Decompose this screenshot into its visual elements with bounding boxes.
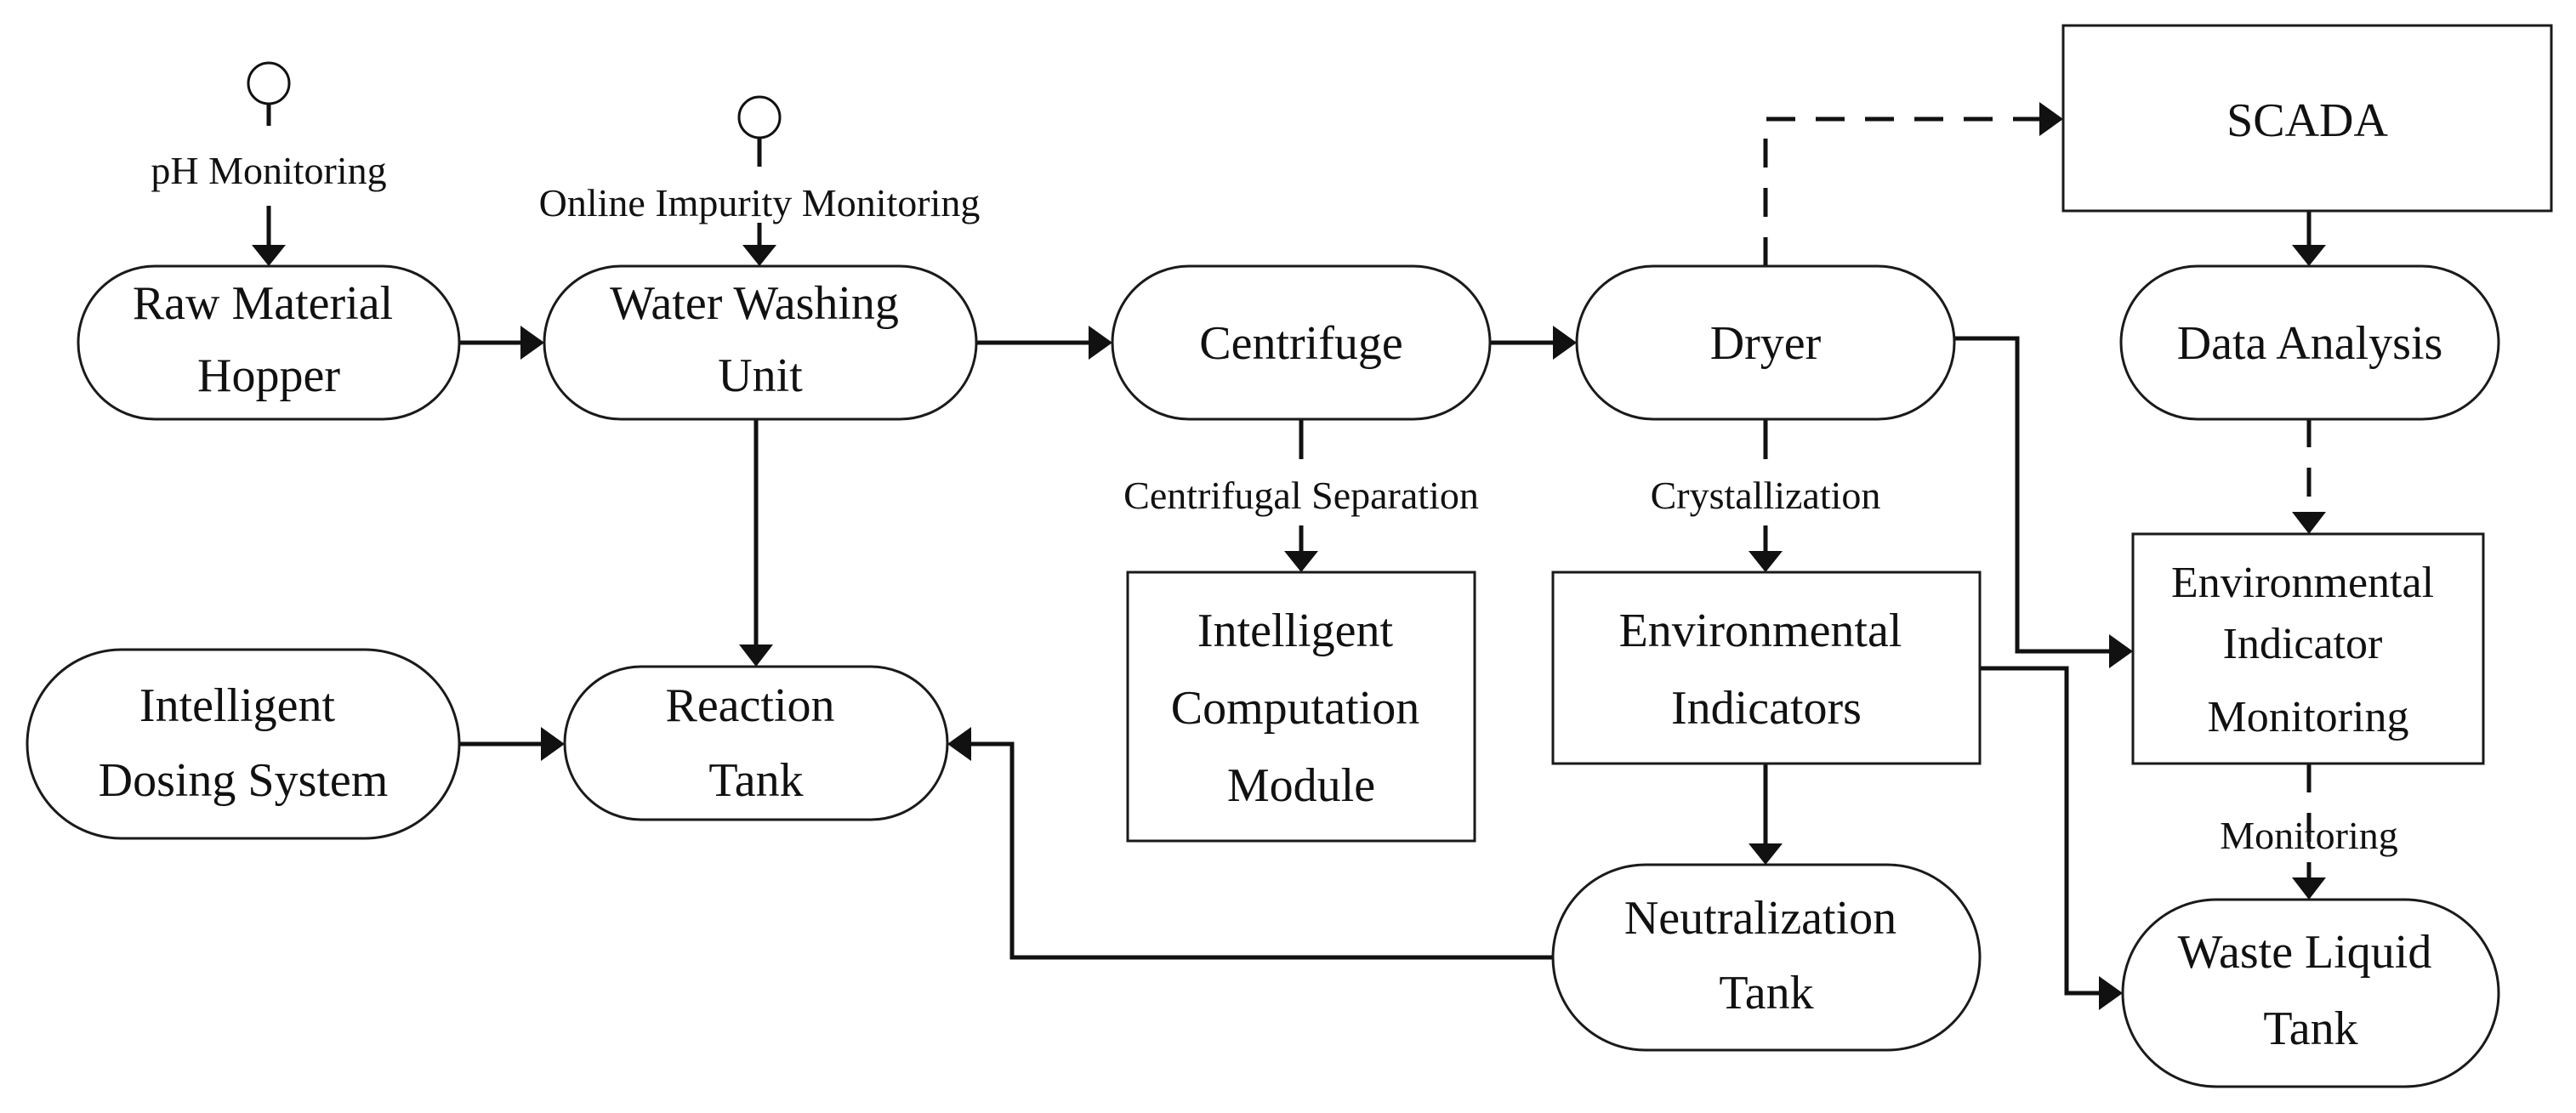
intelligent-computation-module-label: Intelligent Computation Module bbox=[1171, 605, 1431, 812]
ph-sensor-icon bbox=[247, 61, 291, 105]
node-dryer: Dryer bbox=[1575, 264, 1956, 421]
water-washing-unit-label: Water Washing Unit bbox=[610, 277, 911, 402]
node-intelligent-computation-module: Intelligent Computation Module bbox=[1126, 571, 1476, 843]
centrifuge-label: Centrifuge bbox=[1199, 317, 1402, 370]
reaction-tank-label: Reaction Tank bbox=[665, 679, 846, 807]
intelligent-dosing-system-label: Intelligent Dosing System bbox=[99, 679, 389, 807]
label-crystallization: Crystallization bbox=[1651, 474, 1881, 517]
edge-dryer-to-scada-arrow bbox=[2039, 102, 2063, 136]
edge-dosing-to-reaction-arrow bbox=[541, 727, 565, 761]
dryer-label: Dryer bbox=[1710, 317, 1822, 370]
edge-washing-to-reaction-arrow bbox=[739, 645, 773, 667]
impurity-sensor-icon bbox=[737, 95, 782, 139]
raw-material-hopper-label: Raw Material Hopper bbox=[133, 277, 405, 402]
scada-label: SCADA bbox=[2226, 94, 2388, 147]
waste-liquid-tank-label: Waste Liquid Tank bbox=[2178, 926, 2444, 1055]
edge-neutralization-to-reaction bbox=[971, 741, 1553, 960]
label-centrifugal-separation: Centrifugal Separation bbox=[1123, 474, 1479, 517]
data-analysis-label: Data Analysis bbox=[2177, 317, 2443, 370]
edge-dryer-to-indicators-arrow bbox=[1749, 551, 1783, 572]
impurity-monitoring-arrow bbox=[742, 245, 776, 266]
node-data-analysis: Data Analysis bbox=[2119, 264, 2500, 421]
ph-monitoring-arrow bbox=[252, 245, 286, 266]
edge-centrifuge-to-module-arrow bbox=[1284, 551, 1318, 572]
node-water-washing-unit: Water Washing Unit bbox=[543, 264, 978, 421]
label-ph-monitoring: pH Monitoring bbox=[151, 149, 386, 192]
node-reaction-tank: Reaction Tank bbox=[563, 665, 949, 821]
edge-indicators-to-neutralization-arrow bbox=[1749, 843, 1783, 865]
edge-hopper-to-washing-arrow bbox=[520, 326, 544, 360]
edge-indicators-to-waste-arrow bbox=[2099, 976, 2123, 1010]
edge-scada-to-analysis-arrow bbox=[2292, 245, 2326, 266]
edge-indicators-to-waste bbox=[1980, 666, 2099, 996]
environmental-indicators-label: Environmental Indicators bbox=[1619, 605, 1914, 735]
node-environmental-indicators: Environmental Indicators bbox=[1551, 571, 1982, 765]
node-raw-material-hopper: Raw Material Hopper bbox=[77, 264, 461, 421]
node-scada: SCADA bbox=[2061, 24, 2553, 213]
environmental-indicator-monitoring-label: Environmental Indicator Monitoring bbox=[2171, 559, 2445, 741]
edge-neutralization-to-reaction-arrow bbox=[947, 727, 971, 761]
edge-washing-to-centrifuge-arrow bbox=[1089, 326, 1112, 360]
edge-analysis-to-indicator-monitoring-arrow bbox=[2292, 512, 2326, 534]
node-environmental-indicator-monitoring: Environmental Indicator Monitoring bbox=[2131, 532, 2485, 765]
node-neutralization-tank: Neutralization Tank bbox=[1551, 863, 1982, 1052]
node-waste-liquid-tank: Waste Liquid Tank bbox=[2121, 898, 2500, 1088]
edge-centrifuge-to-dryer-arrow bbox=[1553, 326, 1577, 360]
node-intelligent-dosing-system: Intelligent Dosing System bbox=[26, 648, 461, 840]
neutralization-tank-label: Neutralization Tank bbox=[1624, 892, 1908, 1019]
edge-dryer-to-indicator-monitoring-arrow bbox=[2109, 634, 2133, 668]
edge-indicator-monitoring-to-waste-arrow bbox=[2292, 877, 2326, 900]
label-monitoring: Monitoring bbox=[2220, 814, 2398, 857]
edge-dryer-to-scada bbox=[1763, 116, 2039, 266]
label-online-impurity-monitoring: Online Impurity Monitoring bbox=[539, 181, 981, 224]
edge-dryer-to-indicator-monitoring bbox=[1954, 336, 2109, 654]
node-centrifuge: Centrifuge bbox=[1111, 264, 1492, 421]
